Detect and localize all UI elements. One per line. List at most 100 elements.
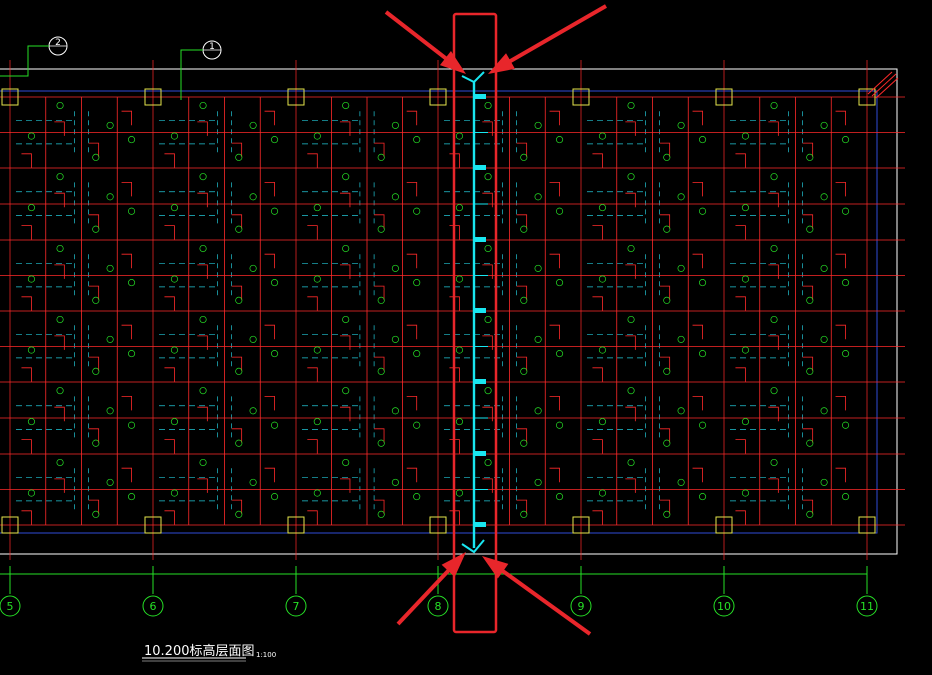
beam-tag-circle — [555, 279, 564, 287]
beam-bracket — [307, 153, 318, 168]
beam-bracket — [307, 510, 318, 525]
beam-bracket — [659, 428, 671, 443]
column — [715, 88, 733, 106]
beam-tag-circle — [820, 478, 828, 486]
beam-tag-circle — [627, 173, 635, 181]
axis-label-9: 9 — [578, 600, 585, 613]
beam-tag-circle — [555, 207, 564, 215]
annotation-highlight-box — [452, 12, 498, 634]
axis-label-10: 10 — [717, 600, 731, 613]
beam-bracket — [549, 181, 560, 197]
annotation — [384, 4, 607, 636]
drawing-title-block: 10.200标高层面图 1:100 — [142, 643, 276, 662]
axis-grid-lines — [0, 60, 905, 560]
beam-tag-circle — [27, 275, 36, 283]
beam-tag-circle — [598, 418, 607, 426]
beam-bracket — [121, 467, 132, 483]
beam-bracket — [231, 356, 243, 372]
beam-bracket — [692, 467, 703, 483]
beam-bracket — [516, 356, 528, 372]
beam-bracket — [264, 395, 275, 411]
beam-tag-circle — [342, 458, 350, 467]
beam-bracket — [164, 510, 175, 525]
column — [429, 516, 447, 534]
axis-bubble-circle — [713, 595, 735, 617]
beam-tag-circle — [170, 489, 179, 497]
beam-bracket — [625, 478, 636, 493]
beam-tag-circle — [698, 421, 707, 429]
beam-tag-circle — [249, 407, 257, 415]
beam-bracket — [735, 439, 746, 454]
beam-tag-circle — [663, 510, 671, 518]
beam-bracket — [625, 406, 636, 422]
beam-tag-circle — [841, 279, 850, 287]
column — [144, 516, 162, 534]
beam-bracket — [835, 110, 846, 126]
beam-bracket — [692, 110, 703, 126]
index-marker-1-leader — [180, 49, 203, 100]
beam-bracket — [625, 335, 636, 350]
beam-bracket — [197, 478, 208, 493]
beam-bracket — [802, 428, 814, 443]
beam-bracket — [231, 142, 243, 158]
beam-tag-circle — [520, 296, 528, 304]
beam-tag-circle — [249, 264, 257, 272]
beam-tag-circle — [249, 335, 257, 343]
beam-bracket — [802, 499, 814, 515]
beam-tag-circle — [377, 296, 385, 304]
beam-tag-circle — [806, 153, 814, 161]
beam-tag-circle — [806, 510, 814, 518]
index-markers: 2 1 — [0, 36, 222, 100]
beam-tag-circle — [235, 153, 243, 161]
beam-tag-circle — [270, 207, 279, 215]
beam-bracket — [88, 428, 100, 443]
beam-tag-circle — [92, 439, 100, 447]
beam-tag-circle — [170, 132, 179, 140]
beam-tag-circle — [770, 458, 778, 467]
beam-tag-circle — [199, 458, 207, 467]
axis-bubble-circle — [570, 595, 592, 617]
beam-tag-circle — [598, 275, 607, 283]
beam-tag-circle — [342, 244, 350, 253]
beam-tag-circle — [555, 493, 564, 501]
beam-tag-circle — [128, 350, 136, 358]
beam-bracket — [625, 264, 636, 279]
beam-tag-circle — [56, 458, 64, 467]
beam-bracket — [592, 367, 603, 382]
beam-tag-circle — [806, 367, 814, 375]
beam-tag-circle — [391, 407, 399, 415]
beam-tag-circle — [534, 335, 542, 343]
beam-tag-circle — [698, 207, 707, 215]
beam-tag-circle — [170, 346, 179, 354]
beam-bracket — [735, 153, 746, 168]
beam-bracket — [264, 110, 275, 126]
beam-bracket — [768, 406, 779, 422]
beam-bracket — [516, 428, 528, 443]
beam-tag-circle — [27, 489, 36, 497]
beam-bracket — [374, 142, 385, 158]
highlighted-beam-bottom-hook — [461, 539, 485, 554]
beam-bracket — [592, 296, 603, 311]
axis-bubble-circle — [285, 595, 307, 617]
beam-bracket — [374, 285, 385, 301]
beam-tag-circle — [806, 439, 814, 447]
beam-bracket — [197, 335, 208, 350]
highlighted-beam-support — [474, 379, 486, 384]
beam-tag-circle — [677, 264, 685, 272]
beam-tag-circle — [313, 204, 321, 212]
beam-bracket — [659, 142, 671, 158]
beam-tag-circle — [270, 421, 279, 429]
beam-bracket — [374, 356, 385, 372]
beam-tag-circle — [270, 136, 279, 144]
beam-tag-circle — [741, 418, 750, 426]
beam-tag-circle — [698, 136, 707, 144]
beam-bracket — [406, 253, 418, 269]
beam-bracket — [264, 181, 275, 197]
beam-tag-circle — [484, 173, 492, 181]
column — [429, 88, 447, 106]
beam-bracket — [482, 406, 493, 422]
beam-bracket — [659, 285, 671, 301]
index-marker-2-label: 2 — [55, 38, 61, 48]
beam-tag-circle — [377, 225, 385, 233]
